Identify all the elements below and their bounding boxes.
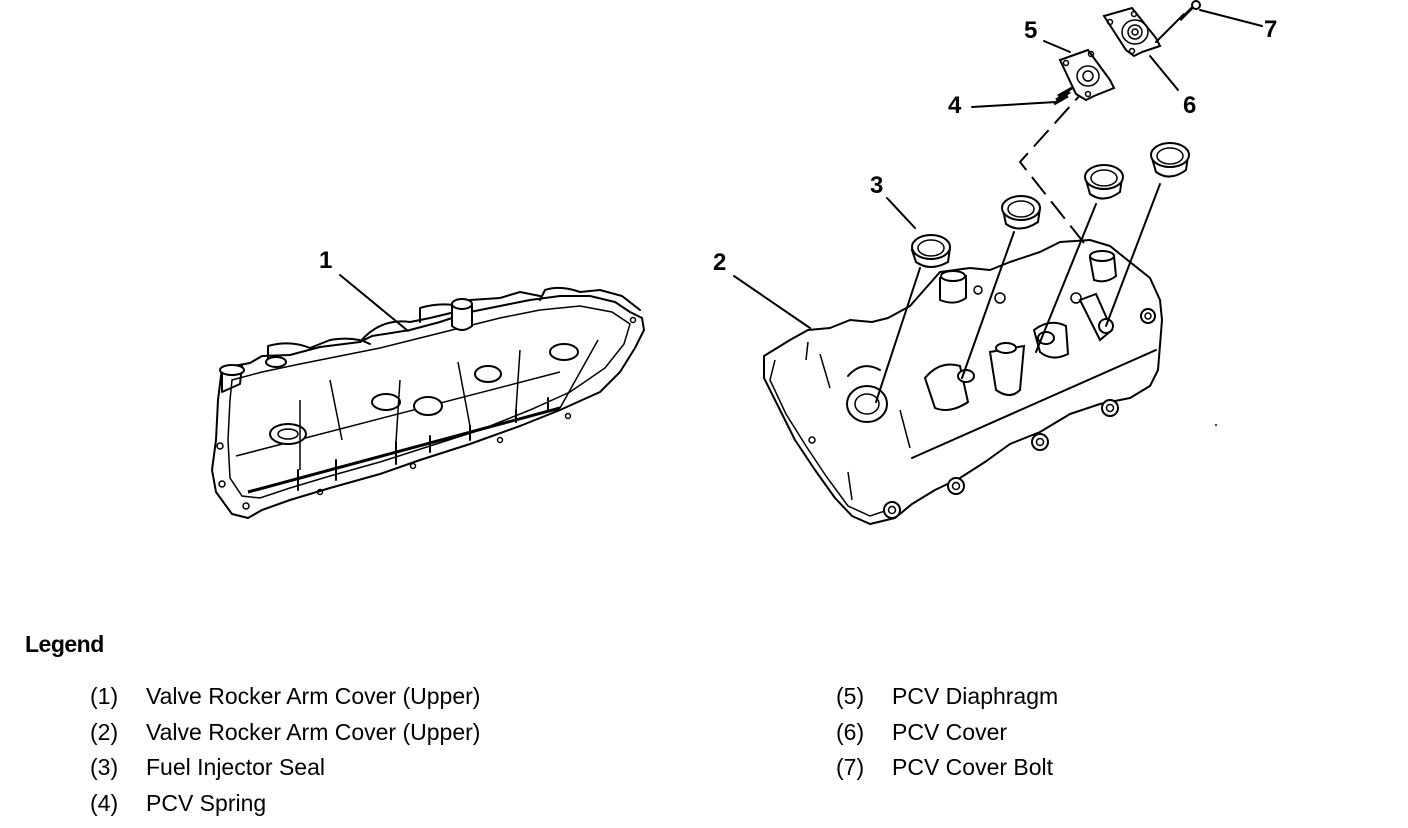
pcv-cover [1102,6,1162,58]
fuel-injector-seal [875,234,952,403]
legend-item-number: (7) [836,754,865,780]
valve-rocker-arm-cover-1 [211,286,645,519]
exploded-view-diagram: 1 2 [211,0,1277,525]
legend-item-number: (2) [90,718,119,745]
fuel-injector-seals [875,142,1190,403]
legend-item: (7) PCV Cover Bolt [836,750,1058,786]
legend-item: (5) PCV Diaphragm [836,679,1058,715]
leader-line-7 [1199,9,1263,27]
callout-2: 2 [713,249,726,276]
pcv-cover-bolt [1155,0,1201,43]
leader-line-2 [733,275,811,329]
legend-item-label: PCV Spring [146,789,267,816]
callout-6: 6 [1183,92,1196,119]
callout-1: 1 [319,247,332,274]
legend-item-label: Valve Rocker Arm Cover (Upper) [146,683,481,709]
legend-item-number: (1) [90,683,119,709]
callout-7: 7 [1264,16,1277,43]
callout-5: 5 [1024,17,1037,44]
valve-rocker-arm-cover-2 [763,239,1163,525]
legend-item-number: (3) [90,754,119,780]
legend-item-label: PCV Cover [892,718,1008,745]
fuel-injector-seal [961,195,1042,379]
legend-item-label: PCV Cover Bolt [892,754,1054,780]
legend-item: (1) Valve Rocker Arm Cover (Upper) [90,679,480,715]
legend-item-number: (4) [90,789,119,816]
pcv-diaphragm [1058,48,1116,102]
legend-item-label: Fuel Injector Seal [146,754,325,780]
callout-4: 4 [948,92,962,119]
legend-item: (6) PCV Cover [836,715,1058,751]
legend-item-number: (5) [836,683,865,709]
legend-item: (3) Fuel Injector Seal [90,750,480,786]
legend-column-left: (1) Valve Rocker Arm Cover (Upper) (2) V… [90,679,480,821]
legend-item-number: (6) [836,718,865,745]
legend-item: (4) PCV Spring [90,786,480,822]
legend-item-label: PCV Diaphragm [892,683,1059,709]
leader-line-5 [1043,40,1071,53]
legend-item-label: Valve Rocker Arm Cover (Upper) [146,718,481,745]
legend-title: Legend [25,631,104,657]
legend-column-right: (5) PCV Diaphragm (6) PCV Cover (7) PCV … [836,679,1058,786]
leader-line-3 [886,197,916,229]
callout-3: 3 [870,172,883,199]
fuel-injector-seal [1105,142,1190,327]
leader-line-6 [1149,55,1179,91]
leader-line-4 [971,101,1057,108]
legend-item: (2) Valve Rocker Arm Cover (Upper) [90,715,480,751]
fuel-injector-seal [1035,164,1124,353]
pcv-assembly-dashed-line [1018,83,1091,249]
leader-line-1 [339,274,409,332]
